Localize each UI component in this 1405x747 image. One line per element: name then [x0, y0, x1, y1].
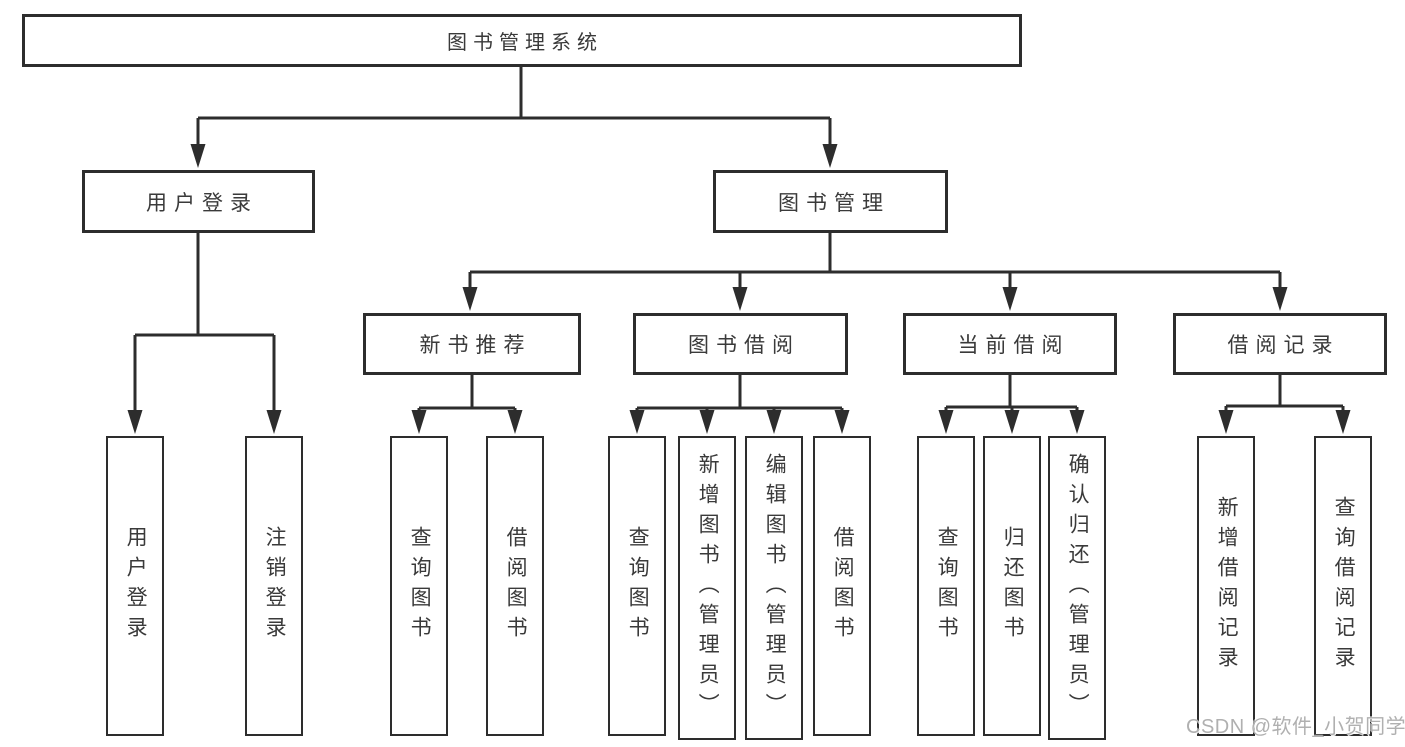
node-label: 用户登录	[146, 191, 258, 215]
connector-new-book-rec-to-leaves	[417, 374, 517, 420]
node-current-borrow: 当前借阅	[903, 313, 1117, 375]
node-label: 图书借阅	[688, 334, 800, 357]
arrow-down-icon	[1004, 410, 1020, 434]
leaf-label: 借阅图书	[831, 526, 855, 646]
connector-borrow-records-to-leaves	[1224, 374, 1345, 420]
leaf-label: 确认归还（管理员）	[1066, 453, 1090, 723]
arrow-down-icon	[766, 410, 782, 434]
connector-current-borrow-to-leaves	[944, 374, 1079, 420]
leaf-logout: 注销登录	[245, 436, 303, 736]
connector-book-mgmt-to-level3	[468, 232, 1282, 295]
node-label: 借阅记录	[1227, 334, 1340, 357]
leaf-label: 用户登录	[124, 526, 148, 646]
node-label: 图书管理系统	[447, 32, 603, 54]
leaf-add-borrow-record: 新增借阅记录	[1197, 436, 1255, 736]
leaf-borrow-books: 借阅图书	[813, 436, 871, 736]
arrow-down-icon	[938, 410, 954, 434]
leaf-label: 注销登录	[263, 526, 287, 646]
arrow-down-icon	[411, 410, 427, 434]
leaf-label: 归还图书	[1001, 526, 1025, 646]
leaf-query-books: 查询图书	[917, 436, 975, 736]
leaf-edit-books-admin: 编辑图书（管理员）	[745, 436, 803, 740]
node-label: 当前借阅	[957, 334, 1070, 357]
leaf-query-books: 查询图书	[390, 436, 448, 736]
arrow-down-icon	[1335, 410, 1351, 434]
leaf-label: 查询图书	[626, 526, 650, 646]
leaf-add-books-admin: 新增图书（管理员）	[678, 436, 736, 740]
node-label: 新书推荐	[419, 334, 532, 357]
arrow-down-icon	[834, 410, 850, 434]
arrow-down-icon	[629, 410, 645, 434]
node-new-book-recommend: 新书推荐	[363, 313, 581, 375]
connector-book-borrow-to-leaves	[635, 374, 844, 420]
node-book-borrow: 图书借阅	[633, 313, 848, 375]
arrow-down-icon	[1002, 287, 1018, 311]
arrow-down-icon	[732, 287, 748, 311]
arrow-down-icon	[266, 410, 282, 434]
arrow-down-icon	[507, 410, 523, 434]
csdn-watermark: CSDN @软件_小贺同学	[1186, 716, 1405, 738]
leaf-label: 查询图书	[408, 526, 432, 646]
arrow-down-icon	[1069, 410, 1085, 434]
leaf-confirm-return-admin: 确认归还（管理员）	[1048, 436, 1106, 740]
node-label: 图书管理	[778, 191, 890, 215]
leaf-label: 查询借阅记录	[1332, 496, 1356, 676]
connector-user-login-to-leaves	[133, 232, 276, 420]
node-borrow-records: 借阅记录	[1173, 313, 1387, 375]
leaf-label: 查询图书	[935, 526, 959, 646]
arrow-down-icon	[462, 287, 478, 311]
arrow-down-icon	[822, 144, 838, 168]
arrow-down-icon	[127, 410, 143, 434]
leaf-label: 借阅图书	[504, 526, 528, 646]
arrow-down-icon	[1272, 287, 1288, 311]
leaf-borrow-books: 借阅图书	[486, 436, 544, 736]
connector-root-to-level2	[196, 65, 832, 150]
arrow-down-icon	[190, 144, 206, 168]
leaf-query-books: 查询图书	[608, 436, 666, 736]
leaf-return-books: 归还图书	[983, 436, 1041, 736]
arrow-down-icon	[699, 410, 715, 434]
leaf-label: 新增图书（管理员）	[696, 453, 720, 723]
arrow-down-icon	[1218, 410, 1234, 434]
node-user-login: 用户登录	[82, 170, 315, 233]
leaf-user-login: 用户登录	[106, 436, 164, 736]
leaf-label: 新增借阅记录	[1215, 496, 1239, 676]
node-book-management: 图书管理	[713, 170, 948, 233]
node-book-management-system: 图书管理系统	[22, 14, 1022, 67]
leaf-query-borrow-record: 查询借阅记录	[1314, 436, 1372, 736]
leaf-label: 编辑图书（管理员）	[763, 453, 787, 723]
